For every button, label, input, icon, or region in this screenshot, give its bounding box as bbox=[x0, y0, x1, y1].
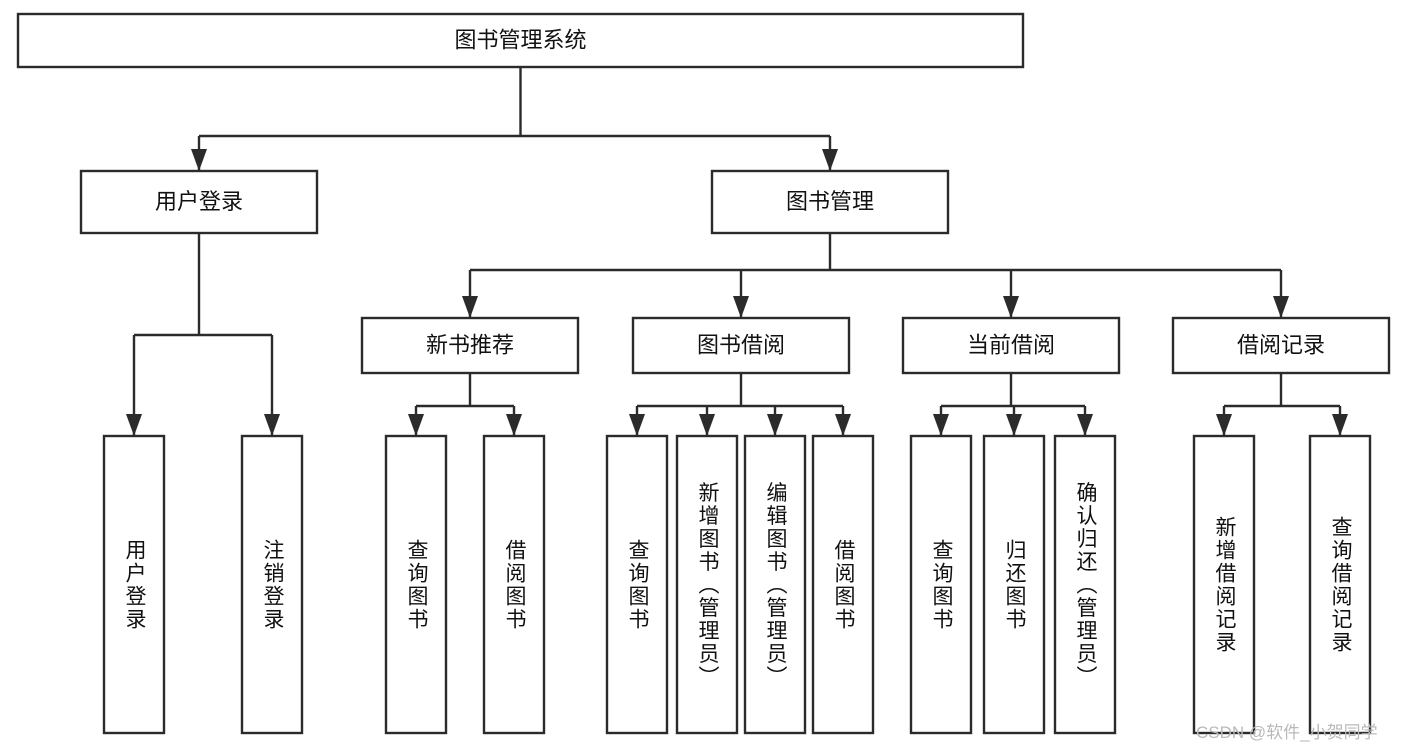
node-box-edit-book-admin[interactable] bbox=[743, 434, 807, 735]
node-box-borrow-record[interactable] bbox=[1171, 316, 1391, 375]
arrow-head-icon bbox=[1273, 296, 1289, 318]
node-label-book-manage: 图书管理 bbox=[786, 189, 874, 214]
node-label-user-login: 用户登录 bbox=[155, 189, 243, 214]
node-label-current-borrow: 当前借阅 bbox=[967, 332, 1055, 357]
node-box-add-borrow-record[interactable] bbox=[1192, 434, 1256, 735]
node-box-user-logout-leaf[interactable] bbox=[240, 434, 304, 735]
connector-layer bbox=[126, 67, 1348, 436]
arrow-head-icon bbox=[1006, 414, 1022, 436]
arrow-head-icon bbox=[767, 414, 783, 436]
node-box-user-login-leaf[interactable] bbox=[102, 434, 166, 735]
arrow-head-icon bbox=[933, 414, 949, 436]
node-box-borrow-book-1[interactable] bbox=[482, 434, 546, 735]
node-box-user-login[interactable] bbox=[79, 169, 319, 235]
arrow-head-icon bbox=[822, 149, 838, 171]
node-label-root: 图书管理系统 bbox=[454, 27, 586, 52]
arrow-head-icon bbox=[506, 414, 522, 436]
node-box-query-book-1[interactable] bbox=[384, 434, 448, 735]
arrow-head-icon bbox=[1003, 296, 1019, 318]
node-label-book-borrow: 图书借阅 bbox=[697, 332, 785, 357]
node-box-current-borrow[interactable] bbox=[901, 316, 1121, 375]
arrow-head-icon bbox=[629, 414, 645, 436]
node-box-query-book-3[interactable] bbox=[909, 434, 973, 735]
node-box-book-manage[interactable] bbox=[710, 169, 950, 235]
node-box-query-borrow-record[interactable] bbox=[1308, 434, 1372, 735]
arrow-head-icon bbox=[733, 296, 749, 318]
watermark: CSDN @软件_小贺同学 bbox=[1196, 723, 1378, 742]
node-box-new-book-recommend[interactable] bbox=[360, 316, 580, 375]
arrow-head-icon bbox=[699, 414, 715, 436]
arrow-head-icon bbox=[126, 414, 142, 436]
node-box-query-book-2[interactable] bbox=[605, 434, 669, 735]
arrow-head-icon bbox=[191, 149, 207, 171]
node-box-layer bbox=[16, 12, 1391, 735]
node-box-return-book[interactable] bbox=[982, 434, 1046, 735]
node-box-book-borrow[interactable] bbox=[631, 316, 851, 375]
node-box-confirm-return-admin[interactable] bbox=[1053, 434, 1117, 735]
node-box-add-book-admin[interactable] bbox=[675, 434, 739, 735]
arrow-head-icon bbox=[1332, 414, 1348, 436]
node-label-borrow-record: 借阅记录 bbox=[1237, 332, 1325, 357]
node-label-new-book-recommend: 新书推荐 bbox=[426, 332, 514, 357]
node-box-borrow-book-2[interactable] bbox=[811, 434, 875, 735]
arrow-head-icon bbox=[1077, 414, 1093, 436]
arrow-head-icon bbox=[462, 296, 478, 318]
arrow-head-icon bbox=[835, 414, 851, 436]
node-box-root[interactable] bbox=[16, 12, 1025, 69]
arrow-head-icon bbox=[408, 414, 424, 436]
arrow-head-icon bbox=[1216, 414, 1232, 436]
arrow-head-icon bbox=[264, 414, 280, 436]
